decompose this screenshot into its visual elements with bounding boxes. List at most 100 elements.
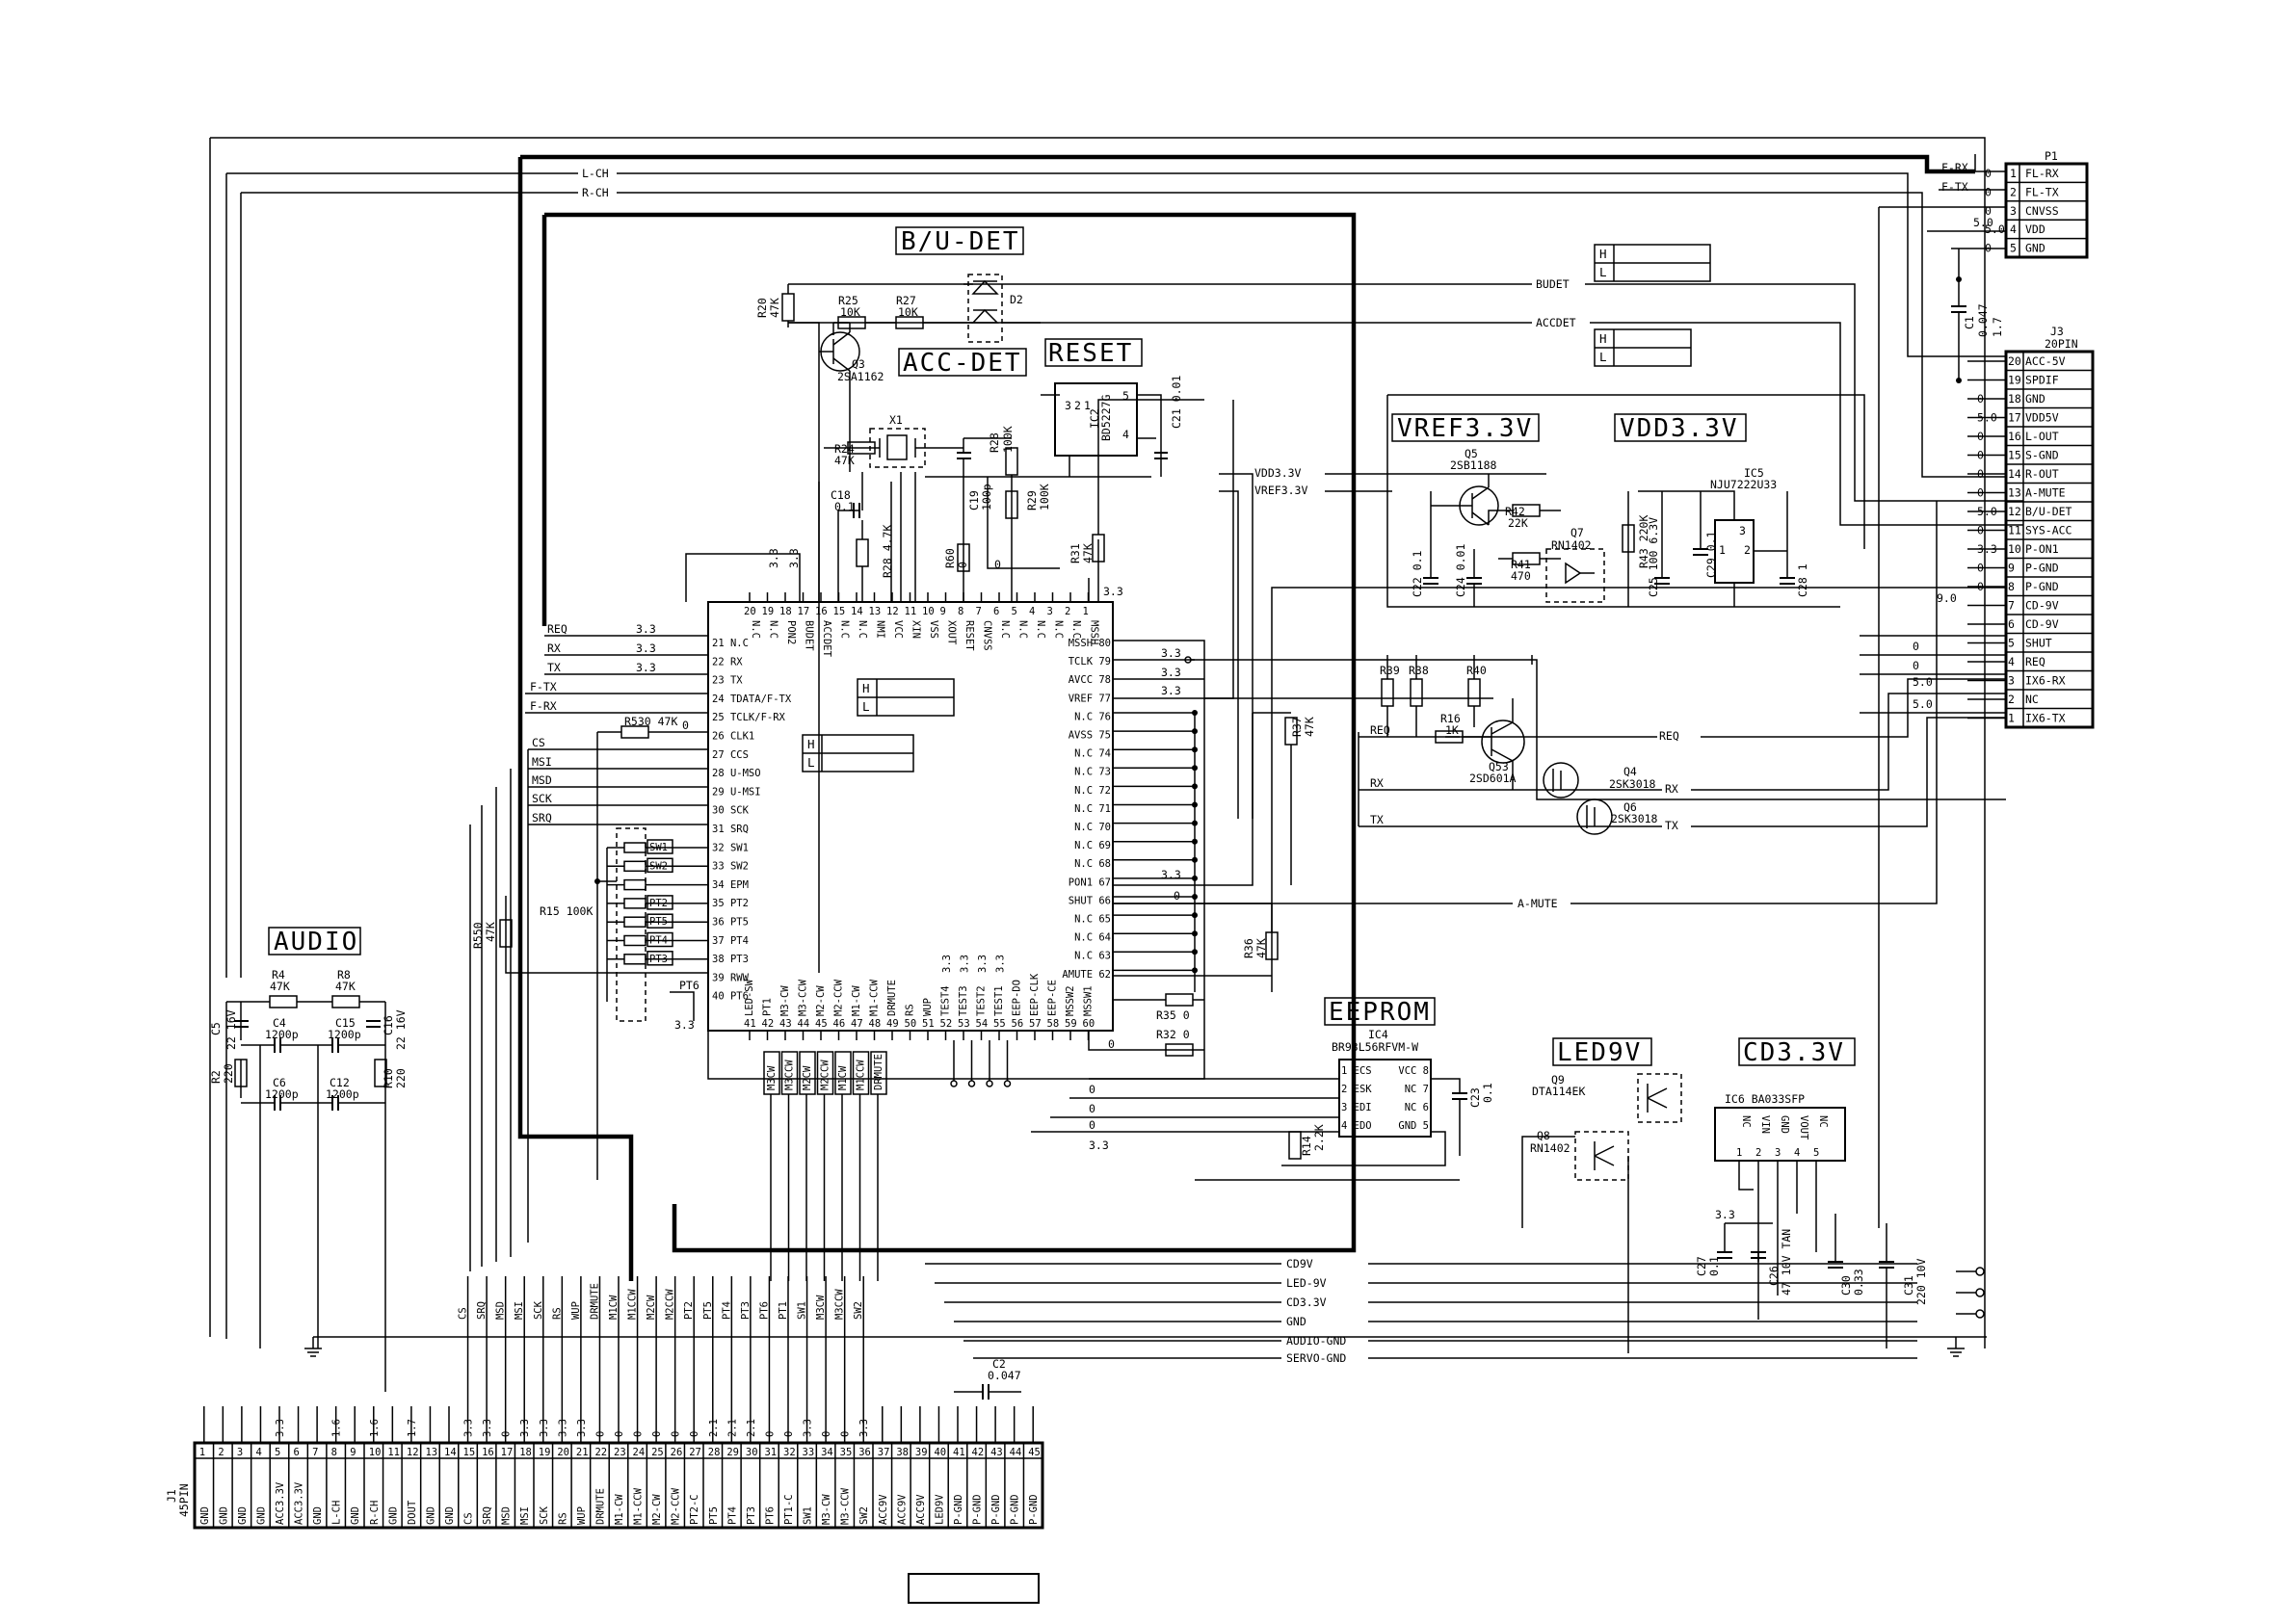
mcu-left-pin: 30 SCK bbox=[712, 805, 750, 817]
ic6-pin-num: 3 bbox=[1775, 1147, 1781, 1159]
j3-pin-label: CD-9V bbox=[2025, 617, 2059, 631]
j1-pin-voltage: 0 bbox=[689, 1431, 700, 1437]
mcu-top-name: VCC bbox=[892, 620, 904, 639]
mcu-top-pin: 9 bbox=[940, 606, 946, 617]
r14-val: 2.2K bbox=[1312, 1124, 1326, 1151]
c19-val: 100p bbox=[980, 484, 993, 510]
hl-tables: H L H L H L H L bbox=[802, 244, 1711, 772]
mcu-bottom-name: DRMUTE bbox=[886, 980, 898, 1016]
r41-val: 470 bbox=[1511, 569, 1531, 583]
j1-pin-voltage: 3.3 bbox=[519, 1419, 531, 1437]
mcu-bottom-name: M2-CW bbox=[815, 985, 827, 1016]
j3-ref: J3 bbox=[2050, 325, 2064, 338]
ic6-pin-name: VOUT bbox=[1798, 1115, 1809, 1140]
title-block-box bbox=[908, 1573, 1040, 1604]
r4-label: R4 bbox=[272, 968, 285, 982]
j3-pin-19: 19 bbox=[2008, 374, 2021, 387]
j3-pin-label: R-OUT bbox=[2025, 467, 2059, 481]
mcu-top-pin: 20 bbox=[744, 606, 756, 617]
j3-pin-2: 2 bbox=[2008, 693, 2015, 706]
mcu-top-name: ACCDET bbox=[821, 620, 832, 658]
j3-pin-7: 7 bbox=[2008, 599, 2015, 613]
c22-label: C22 0.1 bbox=[1411, 550, 1424, 597]
j3-pin-label: IX6-TX bbox=[2025, 712, 2066, 725]
j1-pin-label: P-GND bbox=[953, 1494, 964, 1525]
q9-val: DTA114EK bbox=[1532, 1085, 1585, 1098]
svg-text:SRQ: SRQ bbox=[532, 811, 552, 825]
svg-text:MSD: MSD bbox=[532, 773, 552, 787]
j1-bus-label: M2CW bbox=[646, 1295, 657, 1320]
ic4-left-pin: 4 EDO bbox=[1341, 1120, 1372, 1132]
c23-label: C23 bbox=[1468, 1087, 1482, 1108]
req-left-label: REQ bbox=[1370, 723, 1390, 737]
j1-pin-label: M1-CCW bbox=[633, 1487, 645, 1525]
j1-pin-num: 7 bbox=[312, 1447, 318, 1458]
r36-val: 47K bbox=[1254, 938, 1268, 958]
svg-text:3.3: 3.3 bbox=[636, 622, 656, 636]
j3-pin-9: 9 bbox=[2008, 562, 2015, 575]
r36-label: R36 bbox=[1242, 938, 1255, 958]
c5-label: C5 bbox=[209, 1022, 223, 1035]
j1-pin-label: M2-CW bbox=[651, 1494, 663, 1525]
q3-val: 2SA1162 bbox=[837, 370, 884, 383]
r31-val: 47K bbox=[1081, 543, 1095, 563]
rx-left-label: RX bbox=[1370, 776, 1384, 790]
p1-pin-label: CNVSS bbox=[2025, 204, 2059, 218]
mcu-left-pin: 24 TDATA/F-TX bbox=[712, 694, 792, 705]
j1-pin-voltage: 3.3 bbox=[275, 1419, 286, 1437]
mcu-bottom-name: EEP-CLK bbox=[1029, 973, 1041, 1016]
net-accdet: ACCDET bbox=[1536, 316, 1576, 329]
c25-label: C25 100 6.3V bbox=[1647, 517, 1660, 597]
c30-val: 0.33 bbox=[1852, 1269, 1865, 1296]
j1-pin-label: R-CH bbox=[369, 1501, 381, 1525]
r35-label: R35 0 bbox=[1156, 1008, 1190, 1022]
r530-v: 0 bbox=[682, 719, 689, 732]
j1-pin-label: GND bbox=[199, 1506, 211, 1525]
r2-val: 220 bbox=[222, 1063, 235, 1084]
j1-bus-label: M3CW bbox=[815, 1295, 827, 1320]
j1-pin-label: RS bbox=[557, 1512, 568, 1525]
svg-text:3.3: 3.3 bbox=[1161, 684, 1181, 697]
j3-sub: 20PIN bbox=[2045, 337, 2078, 351]
led9v-circuit: Q9 DTA114EK Q8 RN1402 bbox=[1521, 1073, 1682, 1353]
svg-text:3.3: 3.3 bbox=[1161, 646, 1181, 660]
net-vref33: VREF3.3V bbox=[1254, 484, 1307, 497]
j3-pin-8: 8 bbox=[2008, 580, 2015, 593]
j3-pin-4: 4 bbox=[2008, 655, 2015, 668]
j1-pin-num: 40 bbox=[934, 1447, 946, 1458]
q8-val: RN1402 bbox=[1530, 1141, 1570, 1155]
j1-pin-num: 16 bbox=[482, 1447, 494, 1458]
j1-pin-voltage: 2.1 bbox=[726, 1419, 738, 1437]
c6-val: 1200p bbox=[265, 1087, 299, 1101]
mcu-top-pin: 5 bbox=[1012, 606, 1017, 617]
title-led9v: LED9V bbox=[1557, 1038, 1642, 1067]
mcu-bottom-name: TEST1 bbox=[993, 985, 1005, 1016]
r60-val: 0 bbox=[956, 562, 969, 568]
r16-label: R16 bbox=[1440, 712, 1461, 725]
r60-label: R60 bbox=[943, 548, 957, 568]
j3-pin-label: B/U-DET bbox=[2025, 505, 2072, 518]
svg-text:F-RX: F-RX bbox=[530, 699, 557, 713]
mcu-top-pin: 14 bbox=[851, 606, 863, 617]
mcu-top-name: RESET bbox=[963, 620, 975, 651]
net-vdd33: VDD3.3V bbox=[1254, 466, 1302, 480]
r8-val: 47K bbox=[335, 980, 356, 993]
mcu-right-pin: N.C 70 bbox=[1074, 822, 1111, 833]
svg-text:3.3: 3.3 bbox=[1161, 868, 1181, 881]
ic6-pin-name: NC bbox=[1740, 1115, 1752, 1128]
ic5-p1: 1 bbox=[1719, 543, 1726, 557]
j3-v50-b: 5.0 bbox=[1913, 697, 1933, 711]
c18-val: 0.1 bbox=[834, 500, 855, 513]
j1-pin-num: 4 bbox=[255, 1447, 261, 1458]
mcu-top-pin: 11 bbox=[905, 606, 917, 617]
j1-bus-label: M3CCW bbox=[834, 1289, 846, 1320]
net-tx: TX bbox=[1665, 819, 1678, 832]
ic2-pin3: 3 bbox=[1065, 399, 1071, 412]
j1-bus-label: M1CCW bbox=[627, 1289, 639, 1320]
ic4-right-pin: NC 7 bbox=[1405, 1084, 1429, 1095]
j1-pin-label: M1-CW bbox=[614, 1494, 625, 1525]
mcu-bottom-name: MSSW2 bbox=[1065, 985, 1076, 1016]
j3-pin-18: 18 bbox=[2008, 392, 2021, 406]
j3-pin-16: 16 bbox=[2008, 430, 2021, 443]
